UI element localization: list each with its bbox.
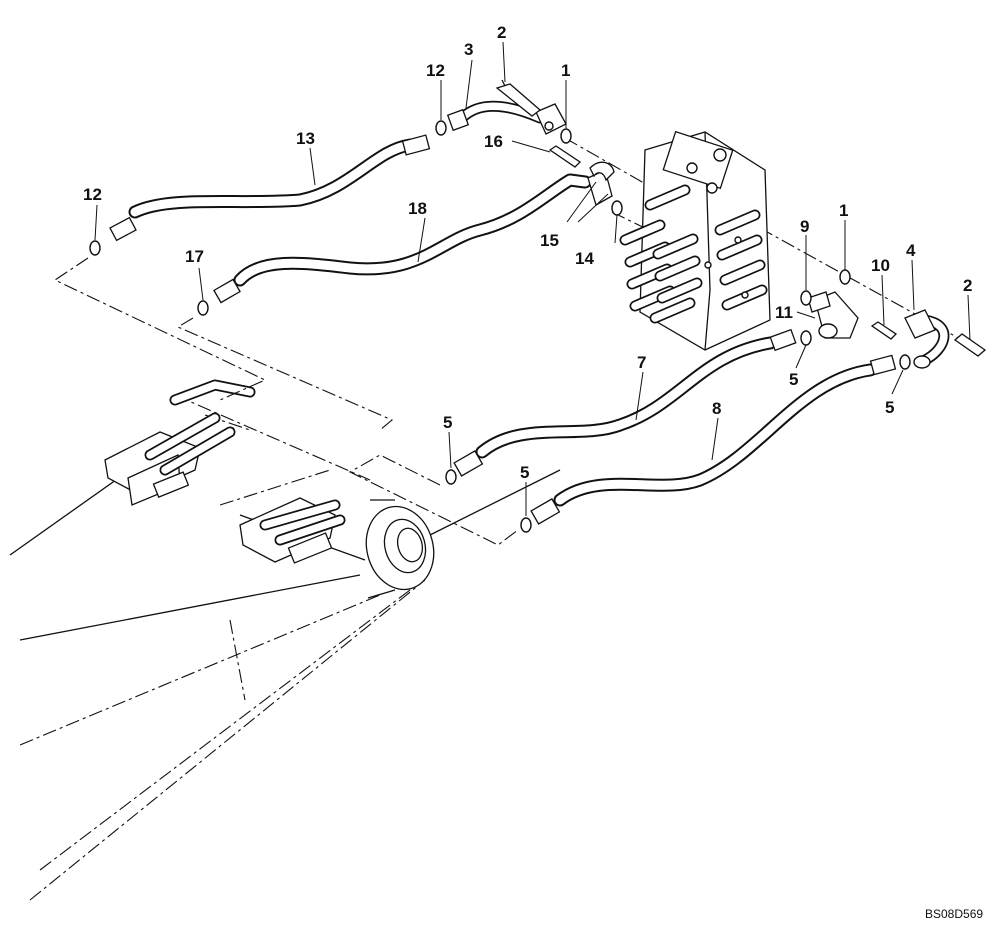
callout-15: 15 <box>540 231 559 250</box>
drawing-reference: BS08D569 <box>925 907 983 921</box>
pipe-4 <box>904 309 950 369</box>
callout-18: 18 <box>408 199 427 218</box>
boom-assembly <box>9 394 561 901</box>
boom-pipe-assembly <box>104 379 346 564</box>
bolt-10 <box>870 321 898 340</box>
elbow-fitting-11 <box>807 291 859 339</box>
callout-4: 4 <box>906 241 916 260</box>
callout-13: 13 <box>296 129 315 148</box>
boom-pin-boss <box>365 499 435 599</box>
callout-5-hose8: 5 <box>520 463 529 482</box>
bolt-2-top <box>495 79 542 117</box>
clamp-15 <box>589 161 615 182</box>
callout-9: 9 <box>800 217 809 236</box>
valve-spools <box>619 184 768 324</box>
callout-16: 16 <box>484 132 503 151</box>
callout-5-hose7: 5 <box>443 413 452 432</box>
hose-8 <box>530 354 897 525</box>
callout-8: 8 <box>712 399 721 418</box>
callout-5-valve: 5 <box>789 370 798 389</box>
callout-1-top: 1 <box>561 61 570 80</box>
callout-1-right: 1 <box>839 201 848 220</box>
callout-3: 3 <box>464 40 473 59</box>
callout-12-top: 12 <box>426 61 445 80</box>
callout-5-right: 5 <box>885 398 894 417</box>
callout-2-top: 2 <box>497 23 506 42</box>
pipe-3 <box>446 100 567 135</box>
hose-7 <box>453 328 797 477</box>
callout-labels: 12 13 17 18 12 3 2 1 16 15 14 9 1 10 4 2… <box>83 23 972 482</box>
o-rings <box>89 120 911 533</box>
callout-10: 10 <box>871 256 890 275</box>
callout-7: 7 <box>637 353 646 372</box>
callout-14: 14 <box>575 249 594 268</box>
callout-2-right: 2 <box>963 276 972 295</box>
bolt-2-right <box>953 333 987 357</box>
control-valve <box>619 130 771 351</box>
callout-11: 11 <box>775 303 793 322</box>
callout-12-left: 12 <box>83 185 102 204</box>
callout-17: 17 <box>185 247 204 266</box>
bolt-16 <box>548 145 582 168</box>
hose-13 <box>109 134 431 242</box>
leader-lines <box>94 41 971 516</box>
